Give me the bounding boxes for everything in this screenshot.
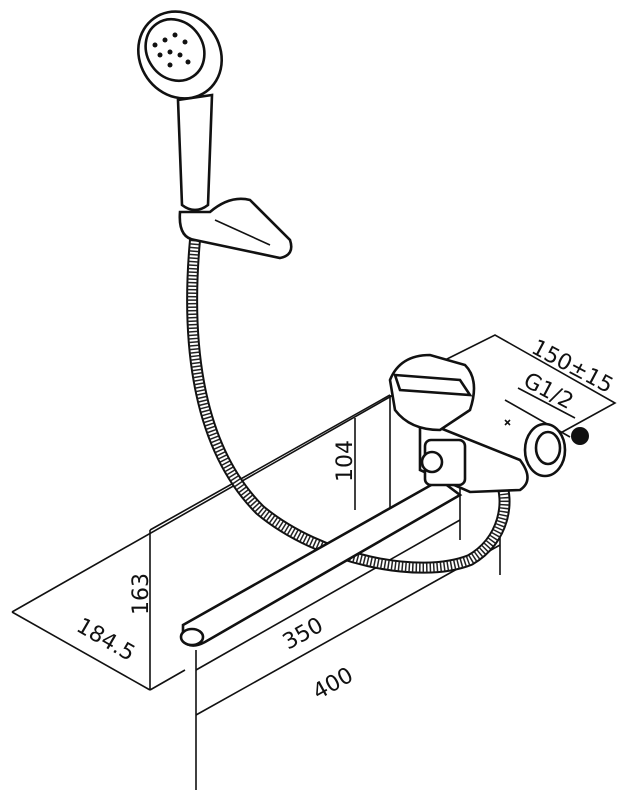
dim-spout-length: 350 [279, 613, 328, 655]
dim-depth: 184.5 [72, 614, 139, 667]
shower-holder [178, 197, 293, 260]
dim-height-spout: 163 [129, 573, 154, 615]
dim-total-length: 400 [309, 663, 358, 705]
spout [179, 478, 463, 647]
dim-height-body: 104 [333, 440, 358, 482]
mixer-body [388, 353, 589, 494]
shower-hose [186, 239, 511, 574]
hand-shower [136, 10, 224, 212]
